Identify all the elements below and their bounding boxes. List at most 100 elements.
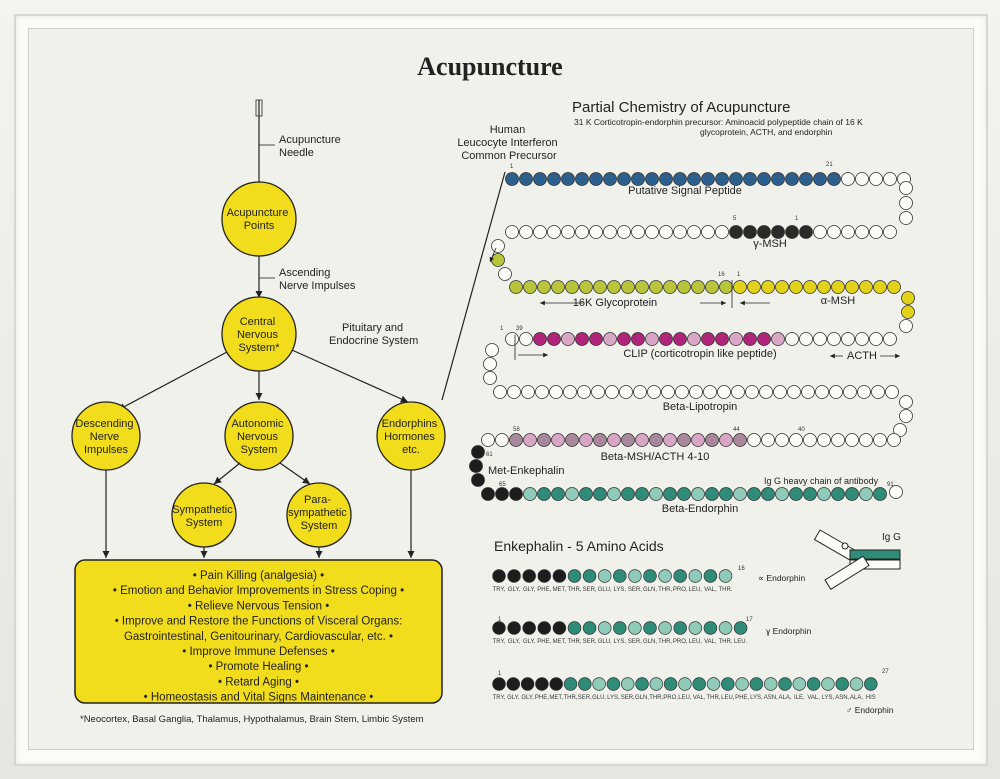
acupuncture-points-node	[221, 181, 297, 257]
amino-acid-bead	[715, 172, 729, 186]
enkephalin-bead	[658, 621, 672, 635]
enkephalin-bead	[578, 677, 592, 691]
amino-acid-bead	[509, 487, 523, 501]
amino-acid-bead	[703, 385, 717, 399]
amino-acid-bead	[771, 172, 785, 186]
enkephalin-bead	[537, 569, 552, 583]
amino-acid-bead	[509, 433, 523, 447]
amino-acid-bead	[523, 280, 537, 294]
amino-acid-bead	[789, 487, 803, 501]
amino-acid-code: MET,	[553, 587, 567, 593]
enkephalin-bead	[507, 621, 521, 635]
amino-acid-code: ALA,	[778, 695, 791, 701]
amino-acid-bead	[899, 196, 913, 210]
amino-acid-bead	[787, 385, 801, 399]
amino-acid-bead	[519, 332, 533, 346]
enkephalin-bead	[658, 569, 672, 583]
amino-acid-bead	[471, 473, 485, 487]
effect-line: Gastrointestinal, Genitourinary, Cardiov…	[124, 631, 393, 643]
alpha-endorphin-label: ∝ Endorphin	[758, 573, 805, 583]
amino-acid-code: LYS,	[822, 695, 835, 701]
amino-acid-bead	[859, 280, 873, 294]
enkephalin-bead	[673, 569, 687, 583]
amino-acid-bead	[845, 280, 859, 294]
amino-acid-bead	[607, 280, 621, 294]
amino-acid-bead	[491, 239, 505, 253]
amino-acid-bead	[701, 332, 715, 346]
amino-acid-bead	[899, 409, 913, 423]
amino-acid-bead	[691, 433, 705, 447]
amino-acid-bead	[469, 459, 483, 473]
amino-acid-bead	[519, 225, 533, 239]
amino-acid-code: SER,	[578, 695, 592, 701]
amino-acid-bead	[603, 225, 617, 239]
amino-acid-code: LYS,	[614, 639, 627, 645]
amino-acid-bead	[745, 385, 759, 399]
amino-acid-code: THR,	[719, 639, 733, 645]
amino-acid-code: GLY,	[523, 587, 536, 593]
amino-acid-bead	[813, 172, 827, 186]
svg-text:1: 1	[500, 326, 504, 332]
amino-acid-bead	[589, 332, 603, 346]
amino-acid-bead	[687, 225, 701, 239]
enkephalin-bead	[506, 677, 521, 691]
enkephalin-bead	[749, 677, 764, 691]
enkephalin-bead	[549, 677, 563, 691]
enkephalin-bead	[535, 677, 549, 691]
amino-acid-bead	[621, 433, 635, 447]
effect-line: • Retard Aging •	[218, 676, 299, 688]
amino-acid-bead	[899, 181, 913, 195]
amino-acid-bead	[757, 225, 771, 239]
autonomic-nervous-system-node	[224, 401, 294, 471]
amino-acid-bead	[701, 225, 715, 239]
amino-acid-bead	[869, 172, 883, 186]
amino-acid-bead	[607, 433, 621, 447]
amino-acid-bead	[869, 225, 883, 239]
amino-acid-bead	[719, 487, 733, 501]
amino-acid-bead	[561, 332, 575, 346]
needle-label: Acupuncture Needle	[279, 134, 344, 159]
amino-acid-code: LYS,	[607, 695, 620, 701]
amino-acid-bead	[645, 225, 659, 239]
svg-text:91: 91	[887, 482, 894, 488]
enkephalin-bead	[692, 677, 706, 691]
amino-acid-bead	[705, 280, 719, 294]
amino-acid-bead	[575, 225, 589, 239]
amino-acid-code: GLY,	[507, 695, 520, 701]
svg-text:39: 39	[516, 326, 523, 332]
endorphins-label: Endorphins Hormones etc.	[382, 418, 441, 456]
amino-acid-bead	[505, 332, 519, 346]
amino-acid-bead	[899, 319, 913, 333]
amino-acid-code: SER,	[628, 587, 642, 593]
chemistry-subheading: 31 K Corticotropin-endorphin precursor: …	[574, 117, 865, 137]
amino-acid-bead	[717, 385, 731, 399]
amino-acid-bead	[901, 305, 915, 319]
amino-acid-bead	[673, 332, 687, 346]
amino-acid-bead	[887, 433, 901, 447]
enkephalin-bead	[537, 621, 552, 635]
footnote: *Neocortex, Basal Ganglia, Thalamus, Hyp…	[80, 714, 424, 725]
acth-label: ACTH	[847, 350, 877, 362]
amino-acid-code: THR.	[719, 587, 733, 593]
amino-acid-bead	[589, 225, 603, 239]
amino-acid-bead	[855, 225, 869, 239]
amino-acid-bead	[483, 357, 497, 371]
amino-acid-bead	[635, 280, 649, 294]
chemistry-heading: Partial Chemistry of Acupuncture	[572, 99, 790, 116]
amino-acid-code: PHE,	[735, 695, 749, 701]
poster-title: Acupuncture	[417, 52, 562, 81]
effect-line: • Relieve Nervous Tension •	[188, 600, 329, 612]
amino-acid-bead	[481, 487, 495, 501]
svg-text:1: 1	[737, 272, 741, 278]
enkephalin-bead	[582, 569, 597, 583]
amino-acid-code: THR,	[564, 695, 578, 701]
amino-acid-bead	[733, 433, 747, 447]
amino-acid-bead	[617, 172, 631, 186]
amino-acid-bead	[761, 280, 775, 294]
amino-acid-bead	[621, 280, 635, 294]
enkephalin-bead	[492, 621, 506, 635]
amino-acid-bead	[817, 433, 831, 447]
chemistry-diagram: Partial Chemistry of Acupuncture 31 K Co…	[441, 99, 915, 591]
amino-acid-bead	[887, 280, 901, 294]
amino-acid-bead	[535, 385, 549, 399]
